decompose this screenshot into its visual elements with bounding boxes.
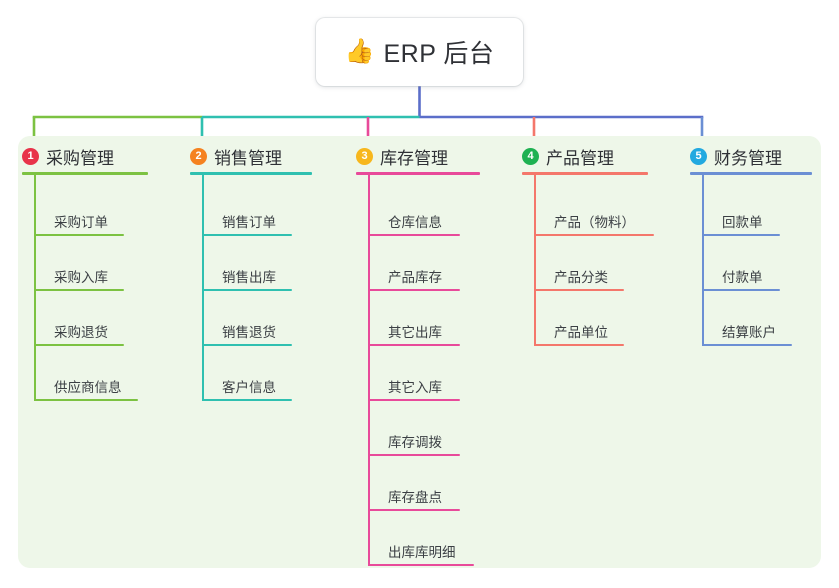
module-item-label: 仓库信息 xyxy=(388,215,442,230)
module-item-rule xyxy=(34,399,138,401)
module-number-badge: 2 xyxy=(190,148,207,165)
module-item-label: 销售出库 xyxy=(222,270,276,285)
root-node-content: 👍 ERP 后台 xyxy=(345,34,495,70)
module-item-rule xyxy=(202,289,292,291)
module-item-label: 采购订单 xyxy=(54,215,108,230)
module-item-label: 库存盘点 xyxy=(388,490,442,505)
module-item-rule xyxy=(368,234,460,236)
module-item-rule xyxy=(202,234,292,236)
module-underline xyxy=(690,172,812,175)
module-item-label: 供应商信息 xyxy=(54,380,122,395)
modules-panel: 1 采购管理采购订单采购入库采购退货供应商信息 2 销售管理销售订单销售出库销售退货客… xyxy=(18,136,821,568)
module-header[interactable]: 5 财务管理 xyxy=(690,144,782,169)
module-item-rule xyxy=(368,399,460,401)
module-item-rule xyxy=(368,289,460,291)
module-item-rule xyxy=(368,344,460,346)
module-item-label: 销售订单 xyxy=(222,215,276,230)
module-item-label: 出库库明细 xyxy=(388,545,456,560)
module-item-label: 回款单 xyxy=(722,215,763,230)
module-item-label: 产品单位 xyxy=(554,325,608,340)
module-item-rule xyxy=(368,454,460,456)
module-item-rule xyxy=(202,344,292,346)
module-item-rule xyxy=(202,399,292,401)
module-item-label: 采购入库 xyxy=(54,270,108,285)
module-item-label: 销售退货 xyxy=(222,325,276,340)
module-item-label: 客户信息 xyxy=(222,380,276,395)
module-spine xyxy=(534,175,536,346)
module-item-rule xyxy=(534,289,624,291)
module-spine xyxy=(368,175,370,566)
module-item-rule xyxy=(534,234,654,236)
module-item-label: 产品分类 xyxy=(554,270,608,285)
module-title: 库存管理 xyxy=(380,149,448,168)
module-item-label: 其它入库 xyxy=(388,380,442,395)
module-item-label: 产品（物料） xyxy=(554,215,635,230)
module-title: 产品管理 xyxy=(546,149,614,168)
module-header[interactable]: 1 采购管理 xyxy=(22,144,114,169)
module-underline xyxy=(522,172,648,175)
module-number-badge: 1 xyxy=(22,148,39,165)
module-item-rule xyxy=(702,289,780,291)
module-title: 采购管理 xyxy=(46,149,114,168)
module-underline xyxy=(190,172,312,175)
module-header[interactable]: 4 产品管理 xyxy=(522,144,614,169)
module-underline xyxy=(22,172,148,175)
module-item-rule xyxy=(368,564,474,566)
module-number-badge: 5 xyxy=(690,148,707,165)
module-spine xyxy=(702,175,704,346)
module-header[interactable]: 3 库存管理 xyxy=(356,144,448,169)
module-item-rule xyxy=(34,289,124,291)
module-underline xyxy=(356,172,480,175)
module-item-rule xyxy=(34,344,124,346)
module-item-label: 其它出库 xyxy=(388,325,442,340)
module-item-label: 付款单 xyxy=(722,270,763,285)
module-item-rule xyxy=(702,234,780,236)
module-item-label: 采购退货 xyxy=(54,325,108,340)
module-item-rule xyxy=(702,344,792,346)
module-header[interactable]: 2 销售管理 xyxy=(190,144,282,169)
root-node[interactable]: 👍 ERP 后台 xyxy=(316,18,523,86)
thumbs-up-icon: 👍 xyxy=(344,38,375,65)
module-title: 销售管理 xyxy=(214,149,282,168)
module-number-badge: 4 xyxy=(522,148,539,165)
module-title: 财务管理 xyxy=(714,149,782,168)
module-item-rule xyxy=(534,344,624,346)
module-item-rule xyxy=(368,509,460,511)
module-item-rule xyxy=(34,234,124,236)
module-item-label: 产品库存 xyxy=(388,270,442,285)
module-spine xyxy=(34,175,36,401)
module-number-badge: 3 xyxy=(356,148,373,165)
module-spine xyxy=(202,175,204,401)
module-item-label: 结算账户 xyxy=(722,325,776,340)
module-item-label: 库存调拨 xyxy=(388,435,442,450)
root-title: ERP 后台 xyxy=(383,40,495,68)
